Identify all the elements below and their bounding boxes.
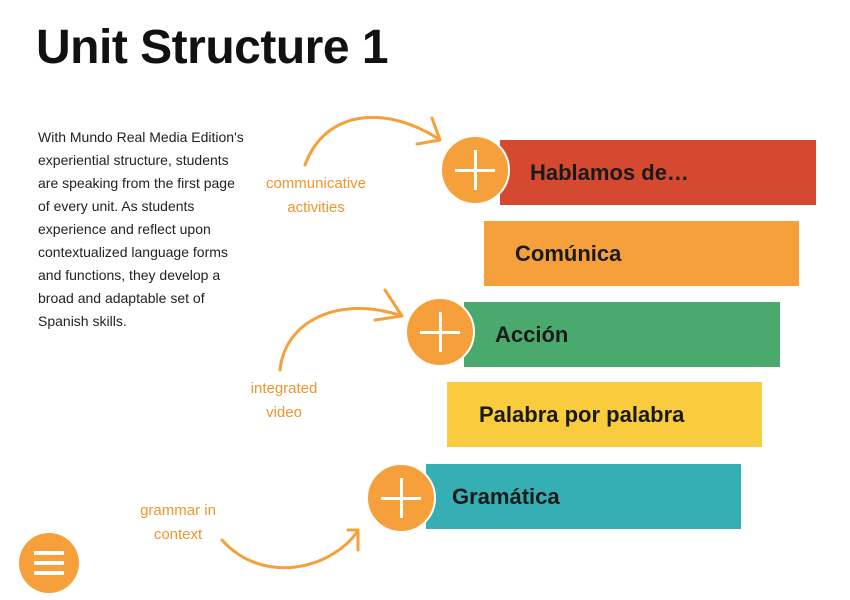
annotation-video-line2: video xyxy=(266,404,302,421)
annotation-video-line1: integrated xyxy=(250,380,318,397)
unit-description: With Mundo Real Media Edition's experien… xyxy=(38,129,244,329)
annotation-grammar-line2: context xyxy=(153,526,203,543)
arrowhead-grammar xyxy=(346,528,360,552)
annotation-communicative-line1: communicative xyxy=(265,175,367,192)
section-gramatica-label: Gramática xyxy=(452,483,560,509)
page-title: Unit Structure 1 xyxy=(36,21,389,74)
arrow-communicative xyxy=(303,115,439,167)
plus-icon-accion[interactable] xyxy=(405,297,475,367)
section-palabra[interactable]: Palabra por palabra xyxy=(447,382,762,447)
arrow-grammar xyxy=(220,530,359,570)
section-hablamos[interactable]: Hablamos de… xyxy=(500,140,816,205)
menu-button[interactable] xyxy=(19,533,79,593)
annotation-communicative: communicative activities xyxy=(252,172,380,220)
section-gramatica[interactable]: Gramática xyxy=(426,464,741,529)
plus-icon-hablamos[interactable] xyxy=(440,135,510,205)
section-comunica-label: Comúnica xyxy=(515,240,622,266)
annotation-communicative-line2: activities xyxy=(287,199,345,216)
section-hablamos-label: Hablamos de… xyxy=(530,159,689,185)
plus-icon-gramatica[interactable] xyxy=(366,463,436,533)
section-accion[interactable]: Acción xyxy=(464,302,780,367)
arrowhead-video xyxy=(373,288,404,322)
annotation-grammar-line1: grammar in xyxy=(140,502,216,519)
section-accion-label: Acción xyxy=(495,321,569,347)
arrowhead-communicative xyxy=(415,116,442,146)
annotation-grammar: grammar in context xyxy=(125,499,231,547)
section-palabra-label: Palabra por palabra xyxy=(479,401,685,427)
arrow-video xyxy=(278,307,404,372)
annotation-video: integrated video xyxy=(232,377,336,425)
section-comunica[interactable]: Comúnica xyxy=(484,221,799,286)
